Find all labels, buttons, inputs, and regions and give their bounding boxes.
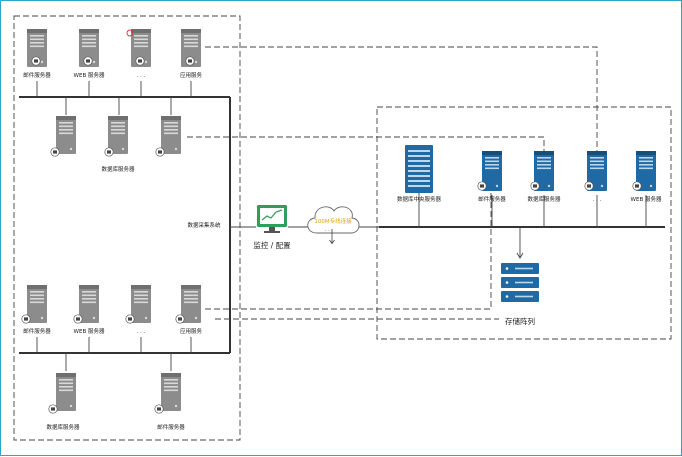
db-server-label: 数据库服务器 [101, 165, 135, 173]
svg-text:WEB 服务器: WEB 服务器 [631, 195, 662, 203]
dots-label: · · · [137, 74, 146, 80]
svg-text:· · ·: · · · [137, 330, 146, 336]
svg-text:· · ·: · · · [325, 228, 333, 234]
svg-text:应用服务: 应用服务 [180, 327, 203, 335]
monitor-station[interactable]: 监控 / 配置 [253, 205, 291, 250]
data-collect-label: 数据采集系统 [187, 221, 221, 229]
cloud-label: 100M专线连接 [314, 217, 352, 225]
db-host-server[interactable]: 数据库中央服务器 [397, 145, 442, 203]
alert-icon [126, 29, 134, 37]
web-server-label: WEB 服务器 [74, 71, 105, 79]
cloud-icon: 100M专线连接 · · · [307, 206, 360, 245]
dc-web-server[interactable]: WEB 服务器 [631, 151, 662, 203]
dc-app-server[interactable]: · · · [584, 151, 607, 204]
db-server-2[interactable]: 数据库服务器 [101, 116, 135, 173]
svg-text:数据库服务器: 数据库服务器 [527, 195, 561, 203]
server-top-more[interactable]: · · · [126, 29, 151, 80]
db-server-3[interactable] [155, 116, 181, 157]
mail-server-bottom[interactable]: 邮件服务器 [21, 285, 51, 335]
app-server-top[interactable]: 应用服务 [180, 29, 203, 79]
mail-server-lowest[interactable]: 邮件服务器 [154, 373, 185, 431]
monitor-label: 监控 / 配置 [253, 240, 291, 250]
web-server-bottom[interactable]: WEB 服务器 [73, 285, 105, 335]
mail-server-label: 邮件服务器 [23, 71, 51, 79]
app-server-label: 应用服务 [180, 71, 203, 79]
link-db-to-datacenter [187, 136, 545, 151]
svg-text:WEB 服务器: WEB 服务器 [74, 327, 105, 335]
left-server-group [13, 15, 241, 441]
svg-text:邮件服务器: 邮件服务器 [23, 327, 51, 335]
db-host-label: 数据库中央服务器 [397, 195, 442, 203]
storage-array[interactable]: 存储阵列 [501, 263, 539, 326]
svg-text:· · ·: · · · [593, 198, 602, 204]
db-server-bottom[interactable]: 数据库服务器 [46, 373, 80, 431]
chart-line-icon [261, 209, 283, 221]
db-server-1[interactable] [50, 116, 76, 157]
web-server-top[interactable]: WEB 服务器 [74, 29, 105, 79]
svg-text:邮件服务器: 邮件服务器 [478, 195, 506, 203]
link-app-to-datacenter [205, 46, 598, 151]
svg-text:邮件服务器: 邮件服务器 [157, 423, 185, 431]
server-bottom-more[interactable]: · · · [125, 285, 151, 336]
link-bottom-app-to-datacenter [205, 161, 492, 310]
datacenter-group [376, 106, 672, 340]
app-server-bottom[interactable]: 应用服务 [175, 285, 203, 335]
storage-label: 存储阵列 [505, 316, 535, 326]
dc-mail-server[interactable]: 邮件服务器 [477, 151, 506, 203]
mail-server-top[interactable]: 邮件服务器 [23, 29, 51, 79]
svg-text:数据库服务器: 数据库服务器 [46, 423, 80, 431]
dc-db-server[interactable]: 数据库服务器 [527, 151, 561, 203]
